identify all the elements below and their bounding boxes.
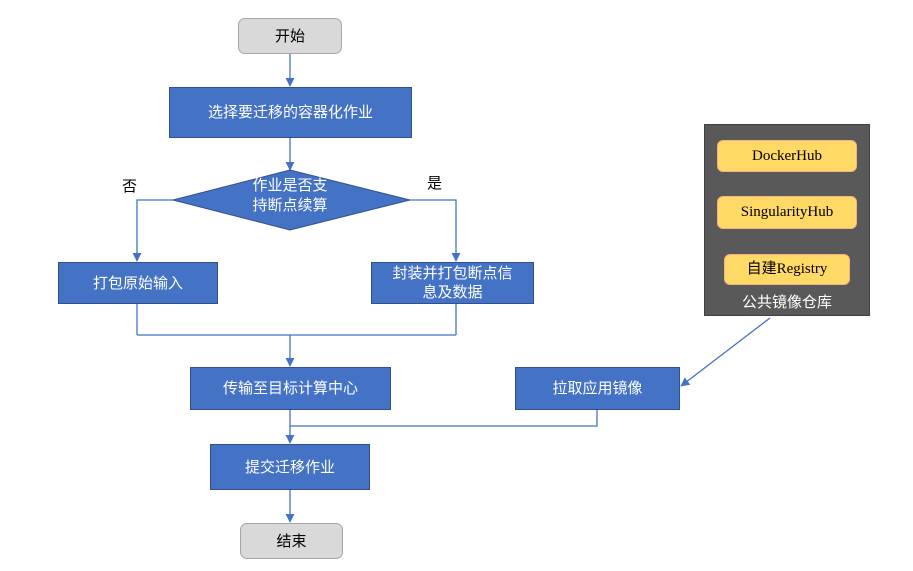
pack-checkpoint-line2: 息及数据 bbox=[422, 283, 483, 301]
select-job-node: 选择要迁移的容器化作业 bbox=[169, 87, 412, 138]
transfer-node: 传输至目标计算中心 bbox=[190, 367, 391, 410]
arrow-no-branch bbox=[132, 199, 173, 262]
yes-branch-label: 是 bbox=[427, 174, 443, 192]
pack-raw-input-node: 打包原始输入 bbox=[58, 262, 218, 304]
arrow-repo-to-pull bbox=[680, 317, 771, 387]
decision-label: 作业是否支 持断点续算 bbox=[225, 176, 355, 215]
repository-caption: 公共镜像仓库 bbox=[741, 293, 832, 311]
end-node: 结束 bbox=[240, 523, 343, 559]
repo-item-dockerhub: DockerHub bbox=[717, 140, 857, 172]
pack-checkpoint-node: 封装并打包断点信 息及数据 bbox=[371, 262, 534, 304]
line-pull-down bbox=[290, 410, 598, 427]
repo-item-registry: 自建Registry bbox=[724, 254, 850, 285]
start-node: 开始 bbox=[238, 18, 342, 54]
pack-checkpoint-line1: 封装并打包断点信 bbox=[392, 264, 513, 283]
arrow-yes-branch bbox=[410, 199, 461, 262]
repo-item-singularityhub: SingularityHub bbox=[717, 196, 857, 229]
decision-label-line1: 作业是否支 bbox=[252, 176, 328, 194]
decision-diamond bbox=[172, 169, 411, 231]
submit-job-node: 提交迁移作业 bbox=[210, 444, 370, 490]
pull-image-node: 拉取应用镜像 bbox=[515, 367, 680, 410]
decision-label-line2: 持断点续算 bbox=[252, 195, 328, 214]
no-branch-label: 否 bbox=[122, 177, 138, 195]
